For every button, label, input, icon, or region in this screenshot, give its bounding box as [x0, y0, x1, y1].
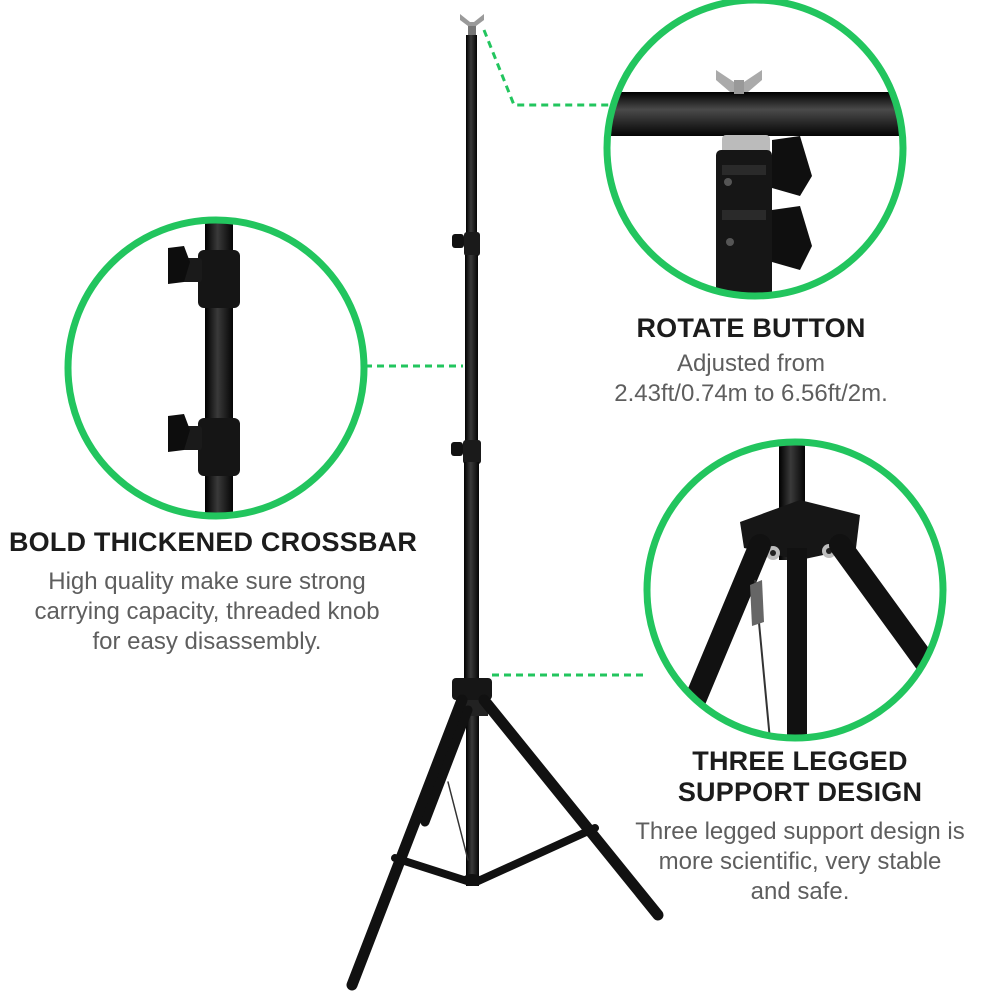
legs-detail-circle	[643, 438, 947, 742]
rotate-description-line: 2.43ft/0.74m to 6.56ft/2m.	[614, 380, 888, 407]
pole-upper-section	[466, 35, 477, 245]
legs-description-line: and safe.	[750, 878, 850, 905]
legs-description-line: more scientific, very stable	[658, 848, 942, 875]
lower-lock-knob	[451, 440, 481, 464]
rotate-description-line: Adjusted from	[676, 350, 826, 377]
legs-heading: THREE LEGGED SUPPORT DESIGN	[640, 746, 960, 808]
connector-rotate	[482, 29, 610, 107]
tripod-legs	[346, 694, 664, 991]
callout-connectors	[365, 29, 648, 677]
upper-lock-knob	[452, 232, 480, 256]
legs-description: Three legged support design is more scie…	[620, 817, 980, 907]
top-wing-screw	[460, 14, 484, 36]
light-stand	[346, 14, 664, 991]
pole-lower-section	[464, 462, 479, 684]
crossbar-heading: BOLD THICKENED CROSSBAR	[8, 527, 418, 557]
legs-heading-line: THREE LEGGED	[692, 746, 908, 776]
crossbar-description-line: for easy disassembly.	[92, 628, 322, 655]
rotate-heading: ROTATE BUTTON	[636, 313, 866, 343]
pole-middle-section	[465, 255, 478, 445]
crossbar-detail-circle	[64, 216, 368, 520]
legs-description-line: Three legged support design is	[635, 818, 965, 845]
crossbar-description-line: High quality make sure strong	[48, 568, 366, 595]
rotate-description: Adjusted from 2.43ft/0.74m to 6.56ft/2m.	[580, 349, 922, 409]
crossbar-description-line: carrying capacity, threaded knob	[34, 598, 380, 625]
legs-heading-line: SUPPORT DESIGN	[677, 777, 923, 807]
crossbar-description: High quality make sure strong carrying c…	[0, 567, 414, 657]
rotate-detail-circle	[603, 0, 907, 300]
